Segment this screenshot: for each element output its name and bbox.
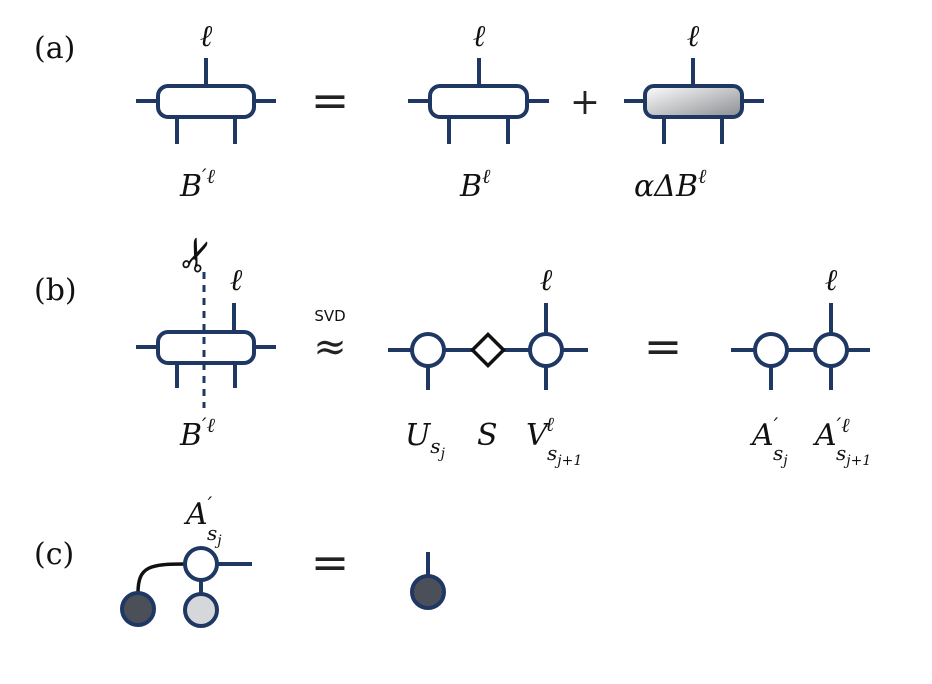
- a-prime-node-c: [183, 546, 219, 582]
- a-network: [731, 303, 870, 390]
- tensor-delta-b-a: [624, 58, 764, 144]
- label-a-prime-ell-sub: sj+1: [836, 441, 871, 469]
- u-node: [410, 332, 446, 368]
- result-node-c: [410, 552, 446, 610]
- equals-a: =: [311, 73, 350, 127]
- label-v-sub: sj+1: [547, 441, 582, 469]
- leg-label-b2: ℓ: [540, 263, 553, 298]
- panel-label-c: (c): [34, 537, 74, 572]
- a-node: [753, 332, 789, 368]
- equals-b: =: [644, 319, 683, 373]
- contraction-network: [120, 546, 252, 628]
- plus-a: +: [570, 82, 600, 123]
- contraction-link: [136, 562, 187, 594]
- leg-label-a1: ℓ: [200, 19, 213, 54]
- tensor-b-a: [408, 58, 549, 144]
- v-node: [528, 332, 564, 368]
- label-alpha-delta-b-a: αΔBℓ: [634, 164, 707, 204]
- leg-label-b1: ℓ: [230, 263, 243, 298]
- leg-label-a3: ℓ: [687, 19, 700, 54]
- label-a-prime-ell: A′ℓ: [812, 413, 850, 453]
- tensor-b-prime-b: [136, 303, 276, 388]
- svd-label: SVD: [314, 307, 345, 325]
- leg-label-a2: ℓ: [473, 19, 486, 54]
- panel-label-a: (a): [34, 31, 75, 66]
- equals-c: =: [311, 535, 350, 589]
- label-v: Vℓ: [526, 412, 555, 453]
- label-b-a: Bℓ: [459, 164, 491, 204]
- label-a-prime-sub: sj: [773, 441, 788, 469]
- dark-node-c: [120, 591, 156, 627]
- label-s: S: [477, 418, 498, 453]
- label-u: Usj: [405, 418, 446, 462]
- approx-symbol: ≈: [313, 324, 347, 370]
- scissors-icon: ✂: [167, 229, 228, 281]
- tensor-b-prime-a: [136, 58, 276, 144]
- label-a-prime: A′: [749, 413, 779, 453]
- a-ell-node: [813, 332, 849, 368]
- s-node: [469, 331, 507, 369]
- light-node-c: [183, 592, 219, 628]
- panel-label-b: (b): [34, 273, 77, 308]
- svd-network: [388, 303, 588, 390]
- label-a-prime-c: A′: [183, 492, 213, 532]
- label-b-prime-a: B′ℓ: [179, 164, 216, 204]
- label-a-prime-c-sub: sj: [207, 521, 222, 549]
- leg-label-b3: ℓ: [825, 263, 838, 298]
- label-b-prime-b: B′ℓ: [179, 413, 216, 453]
